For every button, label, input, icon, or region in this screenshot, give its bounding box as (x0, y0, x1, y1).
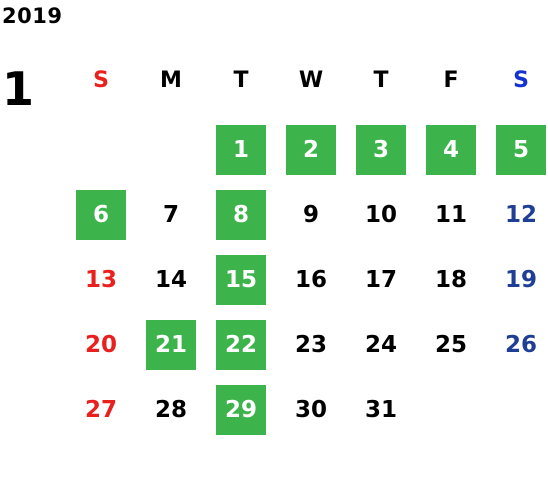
date-cell-24: 24 (364, 332, 397, 358)
date-cell-5: 5 (496, 125, 546, 175)
date-cell-6: 6 (76, 190, 126, 240)
weekday-header-thu: T (373, 68, 389, 93)
date-cell-16: 16 (294, 267, 327, 293)
weekday-header-fri: F (443, 68, 459, 93)
date-cell-29: 29 (216, 385, 266, 435)
date-cell-22: 22 (216, 320, 266, 370)
date-cell-7: 7 (162, 202, 179, 228)
date-cell-28: 28 (154, 397, 187, 423)
date-cell-4: 4 (426, 125, 476, 175)
date-cell-15: 15 (216, 255, 266, 305)
date-cell-27: 27 (84, 397, 117, 423)
calendar-year: 2019 (2, 4, 63, 28)
date-cell-2: 2 (286, 125, 336, 175)
date-cell-19: 19 (504, 267, 537, 293)
date-cell-1: 1 (216, 125, 266, 175)
weekday-header-sun: S (93, 68, 109, 93)
weekday-header-wed: W (298, 68, 324, 93)
date-cell-13: 13 (84, 267, 117, 293)
date-cell-8: 8 (216, 190, 266, 240)
calendar-month: 1 (2, 62, 35, 116)
date-cell-14: 14 (154, 267, 187, 293)
weekday-header-tue: T (233, 68, 249, 93)
date-cell-9: 9 (302, 202, 319, 228)
date-cell-25: 25 (434, 332, 467, 358)
date-cell-31: 31 (364, 397, 397, 423)
date-cell-30: 30 (294, 397, 327, 423)
date-cell-11: 11 (434, 202, 467, 228)
date-cell-3: 3 (356, 125, 406, 175)
date-cell-18: 18 (434, 267, 467, 293)
date-cell-10: 10 (364, 202, 397, 228)
date-cell-26: 26 (504, 332, 537, 358)
date-cell-21: 21 (146, 320, 196, 370)
weekday-header-mon: M (160, 68, 182, 93)
date-cell-20: 20 (84, 332, 117, 358)
date-cell-17: 17 (364, 267, 397, 293)
weekday-header-sat: S (513, 68, 529, 93)
date-cell-12: 12 (504, 202, 537, 228)
date-cell-23: 23 (294, 332, 327, 358)
